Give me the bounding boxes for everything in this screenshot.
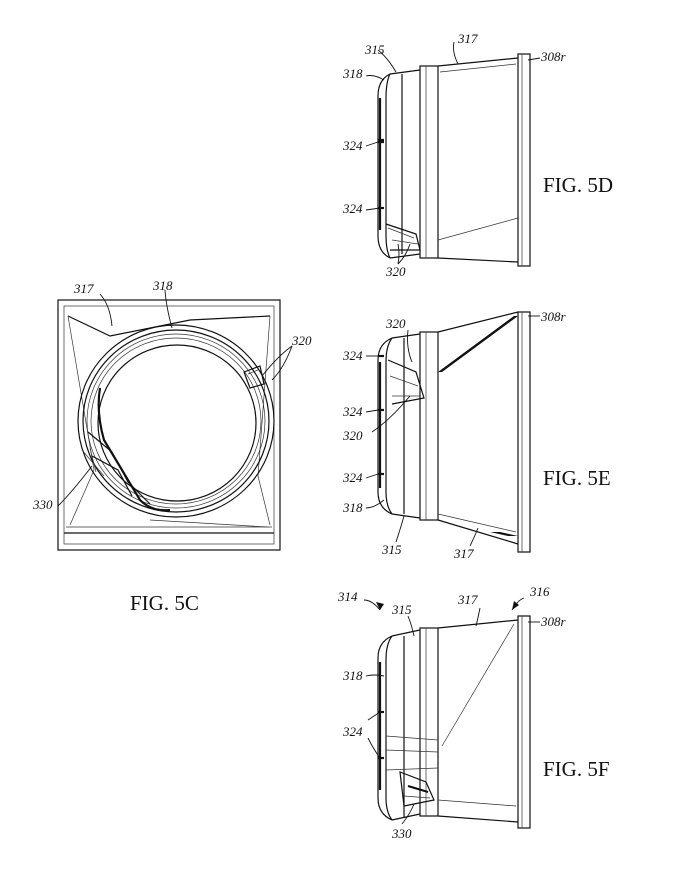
fig-5f-label-330: 330 xyxy=(391,826,412,841)
fig-5f-caption: FIG. 5F xyxy=(543,757,610,781)
fig-5e-label-320-bottom: 320 xyxy=(342,428,363,443)
fig-5c-label-318: 318 xyxy=(152,278,173,293)
fig-5f-label-314: 314 xyxy=(337,589,358,604)
fig-5c-label-330: 330 xyxy=(32,497,53,512)
fig-5f-label-316: 316 xyxy=(529,584,550,599)
fig-5d-label-324-bottom: 324 xyxy=(342,201,363,216)
fig-5f-side-view: 314 315 317 316 308r 318 324 330 FIG. 5F xyxy=(337,584,610,841)
fig-5f-label-308r: 308r xyxy=(540,614,567,629)
fig-5d-side-view: 315 317 308r 318 324 324 320 FIG. 5D xyxy=(342,31,613,279)
fig-5e-label-324-middle: 324 xyxy=(342,404,363,419)
fig-5e-caption: FIG. 5E xyxy=(543,466,611,490)
fig-5e-label-317: 317 xyxy=(453,546,474,561)
fig-5e-label-324-top: 324 xyxy=(342,348,363,363)
fig-5c-label-317: 317 xyxy=(73,281,94,296)
fig-5d-label-318: 318 xyxy=(342,66,363,81)
fig-5e-label-315: 315 xyxy=(381,542,402,557)
fig-5e-label-320-top: 320 xyxy=(385,316,406,331)
fig-5f-label-318: 318 xyxy=(342,668,363,683)
fig-5d-label-308r: 308r xyxy=(540,49,567,64)
fig-5c-front-view: 317 318 320 330 FIG. 5C xyxy=(32,278,312,615)
fig-5f-label-324: 324 xyxy=(342,724,363,739)
fig-5c-caption: FIG. 5C xyxy=(130,591,199,615)
fig-5e-label-308r: 308r xyxy=(540,309,567,324)
fig-5c-label-320: 320 xyxy=(291,333,312,348)
fig-5e-side-view: 320 308r 324 324 320 324 318 315 317 FIG… xyxy=(342,309,611,561)
fig-5d-caption: FIG. 5D xyxy=(543,173,613,197)
fig-5d-label-324-top: 324 xyxy=(342,138,363,153)
fig-5e-label-318: 318 xyxy=(342,500,363,515)
fig-5d-label-317: 317 xyxy=(457,31,478,46)
fig-5d-label-320: 320 xyxy=(385,264,406,279)
fig-5e-label-324-bottom: 324 xyxy=(342,470,363,485)
fig-5d-label-315: 315 xyxy=(364,42,385,57)
fig-5f-label-315: 315 xyxy=(391,602,412,617)
fig-5f-label-317: 317 xyxy=(457,592,478,607)
